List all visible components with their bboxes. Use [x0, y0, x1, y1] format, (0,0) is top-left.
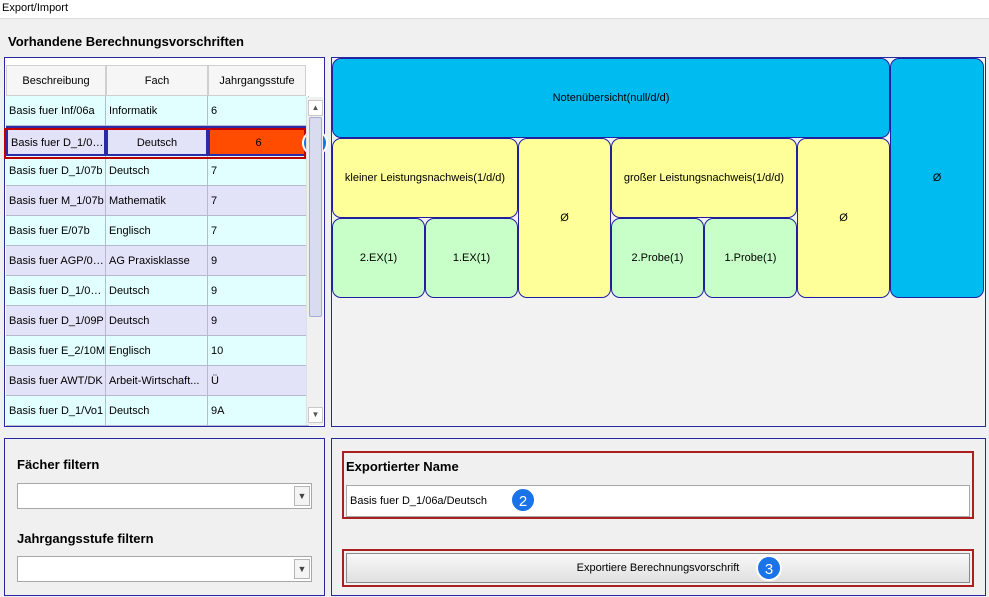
cell-beschreibung: Basis fuer D_1/07b	[6, 156, 106, 186]
cell-beschreibung: Basis fuer D_1/09...	[6, 276, 106, 306]
cell-jahrgangsstufe: 7	[208, 216, 309, 246]
chevron-down-icon[interactable]: ▼	[294, 486, 310, 506]
table-body: Basis fuer Inf/06a Informatik 6 Basis fu…	[6, 96, 309, 427]
cell-fach: Englisch	[106, 336, 208, 366]
table-row-selected[interactable]: Basis fuer D_1/06a Deutsch 6	[6, 126, 309, 156]
cell-beschreibung: Basis fuer D_1/Vo1	[6, 396, 106, 426]
cell-beschreibung: Basis fuer AGP/09P	[6, 246, 106, 276]
rules-table-panel: Beschreibung Fach Jahrgangsstufe Basis f…	[4, 57, 325, 427]
jahrgang-filter-select[interactable]: ▼	[17, 556, 312, 582]
cell-beschreibung: Basis fuer D_1/09P	[6, 306, 106, 336]
tree-node-kleiner-leistungsnachweis[interactable]: kleiner Leistungsnachweis(1/d/d)	[332, 138, 518, 218]
table-row[interactable]: Basis fuer D_1/07b Deutsch 7	[6, 156, 309, 186]
tree-node-1-probe[interactable]: 1.Probe(1)	[704, 218, 797, 298]
scroll-down-icon[interactable]: ▼	[308, 407, 323, 423]
window-title: Export/Import	[2, 2, 69, 14]
cell-fach: Arbeit-Wirtschaft...	[106, 366, 208, 396]
callout-badge-3: 3	[756, 555, 782, 581]
cell-fach: Deutsch	[106, 156, 208, 186]
section-title: Vorhandene Berechnungsvorschriften	[8, 34, 244, 49]
faecher-filter-select[interactable]: ▼	[17, 483, 312, 509]
table-row[interactable]: Basis fuer D_1/Vo1 Deutsch 9A	[6, 396, 309, 426]
cell-beschreibung: Basis fuer M_1/07b	[6, 186, 106, 216]
tree-node-2-probe[interactable]: 2.Probe(1)	[611, 218, 704, 298]
faecher-filter-label: Fächer filtern	[17, 457, 100, 472]
cell-jahrgangsstufe: Ü	[208, 366, 309, 396]
cell-jahrgangsstufe: 9	[208, 246, 309, 276]
cell-fach: AG Praxisklasse	[106, 246, 208, 276]
export-name-group: Exportierter Name Basis fuer D_1/06a/Deu…	[342, 451, 974, 519]
table-row[interactable]: Basis fuer Inf/06a Informatik 6	[6, 96, 309, 126]
table-row[interactable]: Basis fuer D_1/09P Deutsch 9	[6, 306, 309, 336]
table-row[interactable]: Basis fuer E_2/10M Englisch 10	[6, 336, 309, 366]
cell-jahrgangsstufe: 7	[208, 156, 309, 186]
tree-node-1-ex[interactable]: 1.EX(1)	[425, 218, 518, 298]
tree-node-grosser-leistungsnachweis[interactable]: großer Leistungsnachweis(1/d/d)	[611, 138, 797, 218]
jahrgang-filter-label: Jahrgangsstufe filtern	[17, 531, 154, 546]
filter-panel: Fächer filtern ▼ Jahrgangsstufe filtern …	[4, 438, 325, 596]
export-name-input[interactable]: Basis fuer D_1/06a/Deutsch	[346, 485, 970, 517]
table-row[interactable]: Basis fuer E/07b Englisch 7	[6, 216, 309, 246]
cell-beschreibung: Basis fuer Inf/06a	[6, 96, 106, 126]
export-button-frame: Exportiere Berechnungsvorschrift	[342, 549, 974, 587]
tree-node-2-ex[interactable]: 2.EX(1)	[332, 218, 425, 298]
chevron-down-icon[interactable]: ▼	[294, 559, 310, 579]
cell-beschreibung: Basis fuer AWT/DK	[6, 366, 106, 396]
tree-node-klein-empty[interactable]: Ø	[518, 138, 611, 298]
cell-fach: Informatik	[106, 96, 208, 126]
tree-node-gross-empty[interactable]: Ø	[797, 138, 890, 298]
scroll-up-icon[interactable]: ▲	[308, 100, 323, 116]
column-header-beschreibung[interactable]: Beschreibung	[6, 65, 106, 96]
scroll-thumb[interactable]	[309, 117, 322, 317]
cell-fach: Deutsch	[106, 396, 208, 426]
table-row[interactable]: Basis fuer D_1/09... Deutsch 9	[6, 276, 309, 306]
cell-jahrgangsstufe: 6	[208, 96, 309, 126]
cell-beschreibung: Basis fuer D_1/06a	[6, 126, 106, 156]
cell-jahrgangsstufe: 9	[208, 276, 309, 306]
tree-node-notenuebersicht[interactable]: Notenübersicht(null/d/d)	[332, 58, 890, 138]
export-name-label: Exportierter Name	[346, 459, 459, 474]
cell-fach: Englisch	[106, 216, 208, 246]
table-row[interactable]: Basis fuer M_1/07b Mathematik 7	[6, 186, 309, 216]
cell-jahrgangsstufe: 9	[208, 306, 309, 336]
cell-beschreibung: Basis fuer E_2/10M	[6, 336, 106, 366]
cell-jahrgangsstufe: 10	[208, 336, 309, 366]
cell-fach: Mathematik	[106, 186, 208, 216]
table-row[interactable]: Basis fuer AGP/09P AG Praxisklasse 9	[6, 246, 309, 276]
grading-tree-panel: Notenübersicht(null/d/d) Ø kleiner Leist…	[331, 57, 986, 427]
table-scrollbar[interactable]: ▲ ▼	[306, 97, 323, 425]
callout-badge-2: 2	[510, 487, 536, 513]
selection-highlight-frame	[4, 128, 306, 159]
cell-fach: Deutsch	[106, 306, 208, 336]
column-header-fach[interactable]: Fach	[106, 65, 208, 96]
export-button[interactable]: Exportiere Berechnungsvorschrift	[346, 553, 970, 583]
tree-node-root-empty[interactable]: Ø	[890, 58, 984, 298]
cell-fach: Deutsch	[106, 276, 208, 306]
cell-fach: Deutsch	[106, 126, 208, 156]
cell-jahrgangsstufe: 9A	[208, 396, 309, 426]
cell-jahrgangsstufe: 7	[208, 186, 309, 216]
title-bar: Export/Import	[0, 0, 989, 19]
cell-beschreibung: Basis fuer E/07b	[6, 216, 106, 246]
export-panel: Exportierter Name Basis fuer D_1/06a/Deu…	[331, 438, 986, 596]
column-header-jahrgangsstufe[interactable]: Jahrgangsstufe	[208, 65, 306, 96]
table-row[interactable]: Basis fuer AWT/DK Arbeit-Wirtschaft... Ü	[6, 366, 309, 396]
